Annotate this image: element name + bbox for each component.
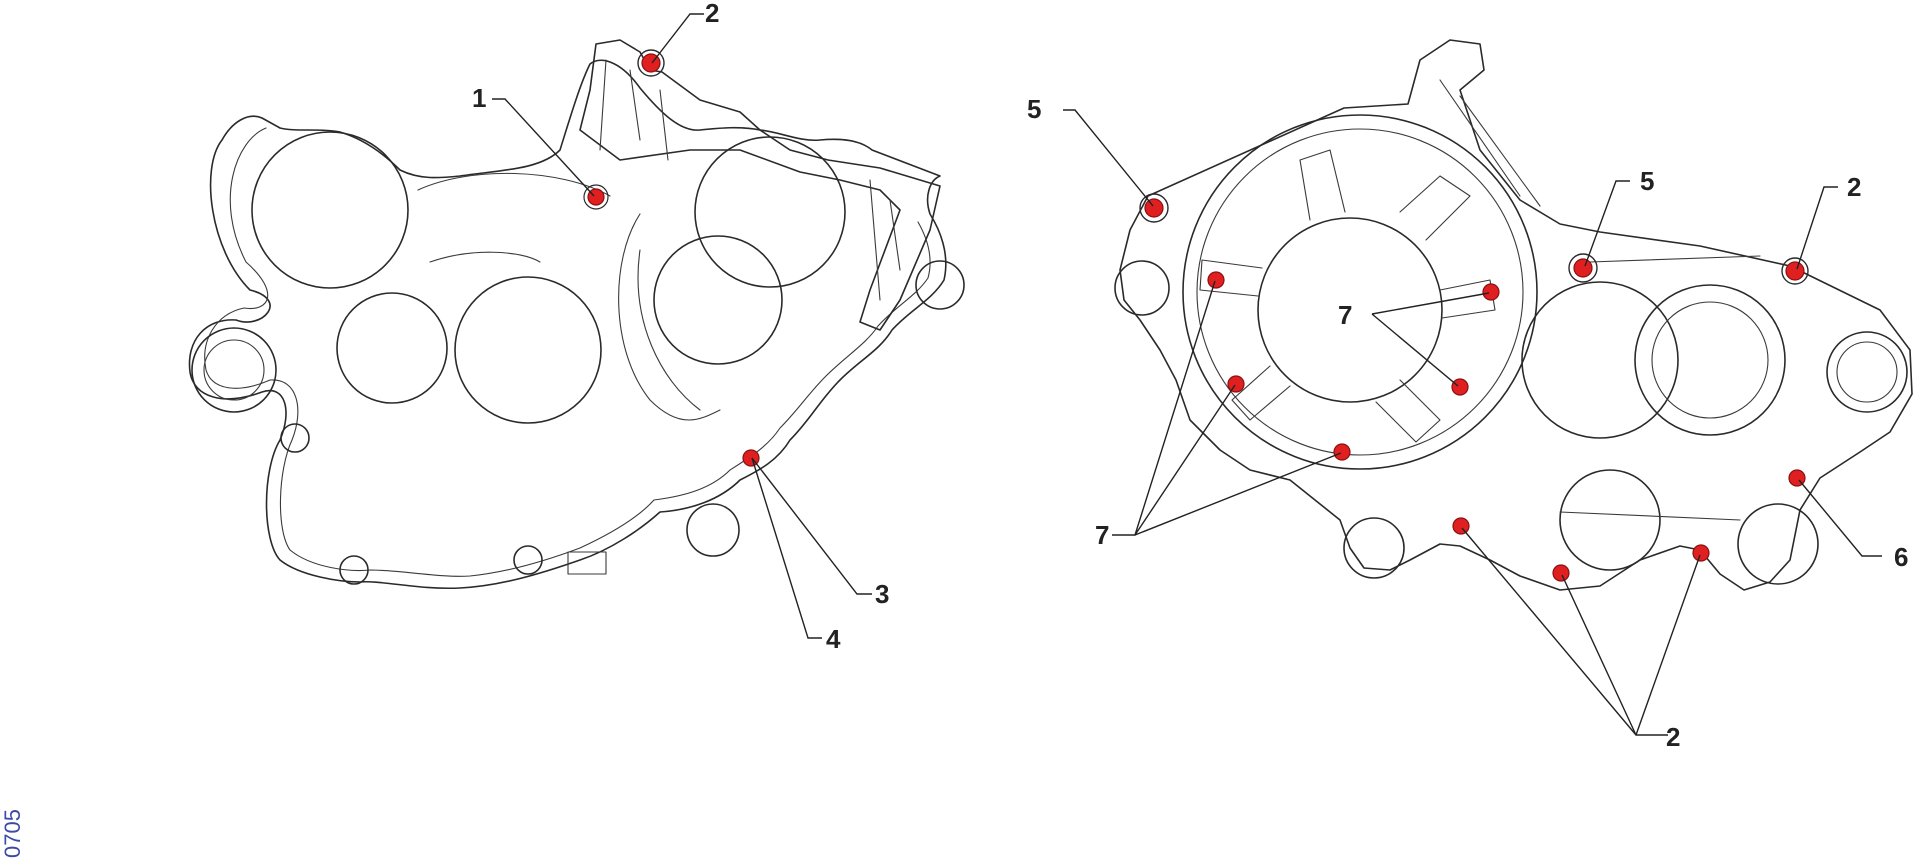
right-stator-cover xyxy=(1182,114,1538,470)
left-sensor-plug xyxy=(567,551,607,575)
marker-left-1-ring xyxy=(583,184,609,210)
right-mount-boss-bottom-right xyxy=(1737,503,1819,585)
marker-right-7c xyxy=(1333,443,1351,461)
callout-right-7-center: 7 xyxy=(1338,300,1352,330)
left-mount-boss-left xyxy=(191,327,277,413)
right-bearing-bore xyxy=(1634,284,1786,436)
right-stator-spokes xyxy=(1199,149,1496,443)
callout-left-3: 3 xyxy=(875,579,889,609)
leader-right-7-b xyxy=(1134,384,1236,536)
marker-left-2-ring xyxy=(637,49,665,77)
callout-left-4: 4 xyxy=(826,624,841,654)
right-stator-cover-inner xyxy=(1196,128,1524,456)
callout-right-6: 6 xyxy=(1894,542,1908,572)
callout-right-5b: 5 xyxy=(1640,166,1654,196)
leader-right-7-c xyxy=(1134,452,1342,536)
marker-right-5a-ring xyxy=(1139,193,1169,223)
right-crank-bore xyxy=(1521,281,1679,439)
right-rotor-bore xyxy=(1257,217,1443,403)
leader-left-4 xyxy=(751,457,822,639)
left-mount-boss-bottom xyxy=(686,503,740,557)
right-mount-boss-left xyxy=(1114,260,1170,316)
left-shaft-bore-2 xyxy=(454,276,602,424)
callout-right-5a: 5 xyxy=(1027,94,1041,124)
callout-right-7-lower: 7 xyxy=(1095,520,1109,550)
left-lug-2 xyxy=(513,545,543,575)
left-lug-3 xyxy=(280,423,310,453)
left-upper-chamber xyxy=(694,136,846,288)
leader-right-6 xyxy=(1798,479,1882,557)
left-inner-arc xyxy=(417,172,701,411)
leader-left-2 xyxy=(651,13,704,64)
leader-left-3 xyxy=(751,457,872,595)
callout-right-2-bottom: 2 xyxy=(1666,722,1680,752)
left-mount-boss-right xyxy=(915,260,965,310)
left-bearing-bore xyxy=(251,131,409,289)
right-upper-ribs xyxy=(1439,79,1761,521)
leader-right-2a xyxy=(1461,527,1668,736)
left-mount-boss-left-inner xyxy=(203,339,265,401)
left-shaft-bore-1 xyxy=(336,292,448,404)
marker-right-5b xyxy=(1573,258,1593,278)
leader-right-2-top xyxy=(1796,186,1838,270)
marker-right-2-top-ring xyxy=(1781,257,1809,285)
left-upper-housing-rib xyxy=(599,59,901,301)
marker-right-7e xyxy=(1451,378,1469,396)
right-gear-bore xyxy=(1559,469,1661,571)
marker-right-2b xyxy=(1552,564,1570,582)
leader-left-1 xyxy=(492,98,595,197)
right-bearing-bore-inner xyxy=(1651,301,1769,419)
right-crankcase-view: 5 5 2 7 7 6 2 xyxy=(1027,39,1913,752)
right-mount-boss-right-inner xyxy=(1836,341,1898,403)
left-clutch-bore xyxy=(653,235,783,365)
left-upper-housing xyxy=(579,39,941,331)
left-lug-1 xyxy=(339,555,369,585)
right-mount-boss-bottom xyxy=(1343,517,1405,579)
leader-right-2c xyxy=(1635,554,1701,736)
marker-right-7d xyxy=(1482,283,1500,301)
marker-right-5b-ring xyxy=(1568,253,1598,283)
left-transmission-recess xyxy=(618,213,721,421)
reference-code: 0705 xyxy=(0,809,25,858)
marker-right-5a xyxy=(1144,198,1164,218)
marker-right-7b xyxy=(1227,375,1245,393)
marker-right-2-top xyxy=(1785,261,1805,281)
right-mount-boss-right xyxy=(1826,331,1908,413)
left-case-inner-outline xyxy=(204,127,931,577)
left-crankcase-view: 2 1 3 4 xyxy=(188,0,965,654)
leader-right-7-center-b xyxy=(1371,313,1459,387)
callout-left-1: 1 xyxy=(472,83,486,113)
left-case-outer-outline xyxy=(188,59,947,590)
leader-right-7-center-a xyxy=(1371,292,1490,315)
callout-right-2-top: 2 xyxy=(1847,172,1861,202)
callout-left-2: 2 xyxy=(705,0,719,28)
marker-right-2c xyxy=(1692,544,1710,562)
leader-right-5a xyxy=(1063,109,1154,207)
marker-right-7a xyxy=(1207,271,1225,289)
leader-right-5b xyxy=(1584,180,1630,267)
marker-right-2a xyxy=(1452,517,1470,535)
leader-right-2b xyxy=(1561,574,1637,736)
